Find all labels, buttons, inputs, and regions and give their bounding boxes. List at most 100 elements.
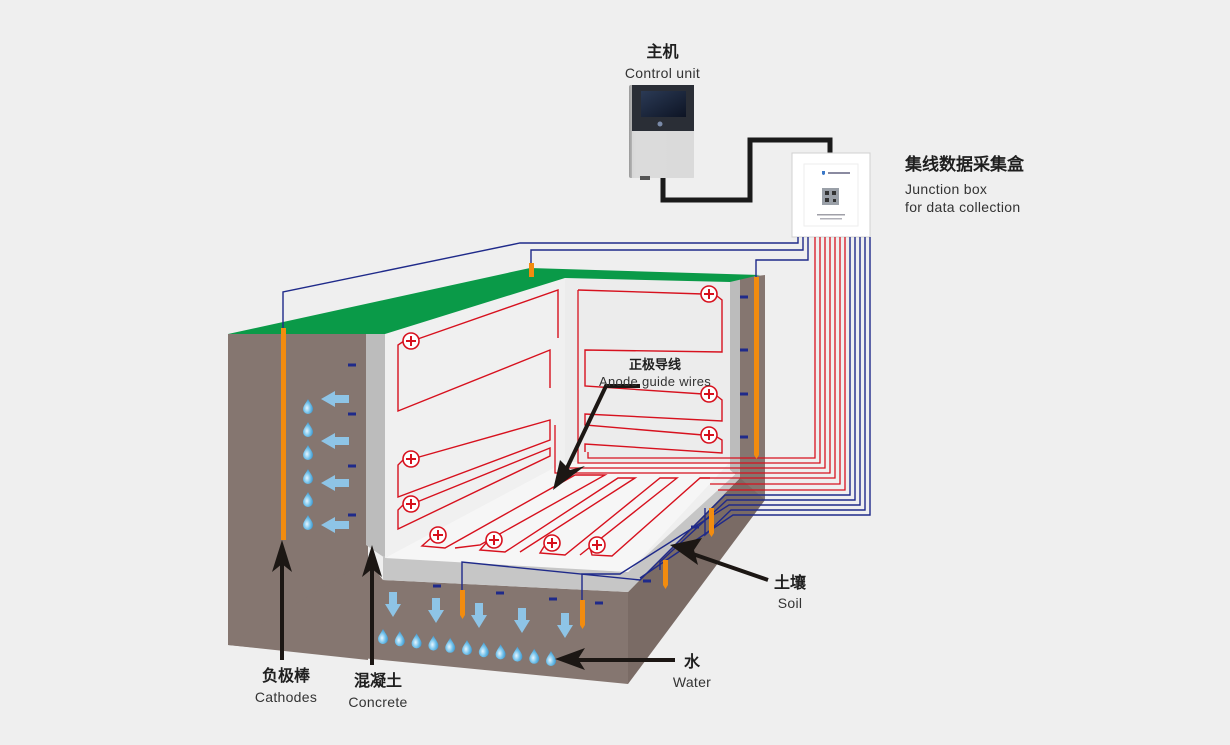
water-drop-icon (411, 633, 422, 649)
minus-icon (740, 295, 748, 299)
label-cathodes-en: Cathodes (254, 689, 318, 705)
pointer-arrows (272, 384, 769, 670)
cathode-rod (709, 508, 714, 537)
concrete-left-wall (366, 334, 385, 558)
water-drop-icon (546, 651, 556, 666)
label-junction-box: 集线数据采集盒 Junction box for data collection (905, 150, 1105, 215)
water-arrow-down (557, 613, 573, 638)
junction-box-device (791, 152, 871, 238)
water-pointer-head (555, 648, 585, 670)
minus-icon (348, 513, 356, 517)
label-soil-zh: 土壤 (773, 573, 806, 592)
label-control-unit-zh: 主机 (646, 42, 679, 61)
water-drop-icon (303, 445, 313, 460)
water-arrow-left (321, 475, 349, 491)
cathode-markers (348, 295, 748, 605)
concrete-pointer-head (362, 545, 382, 577)
label-concrete: 混凝土 Concrete (332, 667, 424, 710)
anode-loops-left-wall (397, 289, 559, 531)
cathode-rod (460, 590, 465, 619)
water-drop-icon (445, 637, 456, 653)
water-drop-icon (378, 629, 388, 644)
label-control-unit: 主机 Control unit (605, 38, 720, 81)
anode-marker (700, 426, 718, 444)
inner-back-wall (565, 278, 730, 462)
water-drop-icon (512, 646, 523, 662)
anode-marker (700, 285, 718, 303)
water-drop-icon (394, 631, 405, 647)
label-cathodes: 负极棒 Cathodes (240, 662, 332, 705)
anode-feed-wires (554, 237, 846, 491)
water-drop-icon (478, 642, 489, 658)
water-drops (303, 399, 556, 666)
cathode-rod (529, 263, 534, 277)
anode-markers (402, 285, 718, 554)
label-concrete-en: Concrete (348, 694, 408, 710)
water-drop-icon (462, 640, 472, 655)
minus-icon (433, 584, 441, 588)
water-drop-icon (428, 635, 439, 651)
minus-icon (740, 435, 748, 439)
label-junction-box-en-1: Junction box (905, 181, 988, 197)
water-drop-icon (495, 644, 506, 660)
anode-marker (588, 536, 606, 554)
label-water: 水 Water (662, 648, 722, 690)
label-water-zh: 水 (683, 652, 700, 671)
control-unit-device (629, 85, 694, 180)
label-anode-wires-zh: 正极导线 (628, 358, 681, 373)
anode-marker (402, 495, 420, 513)
water-arrow-left (321, 433, 349, 449)
soil-right-face (628, 478, 765, 684)
soil-pointer-head (670, 538, 702, 565)
label-control-unit-en: Control unit (624, 65, 701, 81)
minus-icon (496, 591, 504, 595)
label-concrete-zh: 混凝土 (353, 671, 402, 690)
anode-pointer-head (553, 460, 585, 490)
cathode-rod (663, 560, 668, 589)
label-anode-wires: 正极导线 Anode guide wires (585, 354, 725, 389)
concrete-right-wall (730, 278, 740, 478)
water-drop-icon (303, 422, 313, 437)
label-cathodes-zh: 负极棒 (261, 666, 310, 685)
concrete-floor-edge (383, 470, 740, 592)
label-soil-en: Soil (777, 595, 803, 611)
water-arrow-down (385, 592, 401, 617)
anode-loops-floor (420, 474, 710, 557)
cathode-rod (754, 277, 759, 459)
anode-marker (485, 531, 503, 549)
water-arrow-down (514, 608, 530, 633)
minus-icon (740, 392, 748, 396)
minus-icon (740, 348, 748, 352)
label-junction-box-zh: 集线数据采集盒 (905, 155, 1024, 175)
label-water-en: Water (672, 674, 712, 690)
minus-icon (348, 412, 356, 416)
minus-icon (348, 464, 356, 468)
grass-top (228, 268, 760, 334)
control-cable (660, 137, 833, 203)
anode-marker (543, 534, 561, 552)
cathode-rod (281, 328, 286, 540)
label-soil: 土壤 Soil (760, 569, 820, 611)
water-drop-icon (303, 469, 313, 484)
water-arrow-down (428, 598, 444, 623)
soil-back-wall (740, 275, 765, 500)
water-arrow-left (321, 391, 349, 407)
anode-marker (402, 332, 420, 350)
water-drop-icon (303, 492, 313, 507)
cathode-pointer-head (272, 540, 292, 572)
water-arrow-left (321, 517, 349, 533)
anode-marker (700, 385, 718, 403)
cathode-rods (281, 263, 759, 629)
minus-icon (691, 525, 699, 529)
minus-icon (595, 601, 603, 605)
water-drop-icon (303, 399, 313, 414)
minus-icon (549, 597, 557, 601)
cathode-rod (580, 600, 585, 629)
water-flow-arrows (321, 391, 573, 638)
soil-front-face (228, 560, 628, 684)
minus-icon (643, 579, 651, 583)
label-anode-wires-en: Anode guide wires (598, 374, 712, 389)
label-junction-box-en-2: for data collection (905, 199, 1021, 215)
soil-left-face (228, 334, 368, 660)
